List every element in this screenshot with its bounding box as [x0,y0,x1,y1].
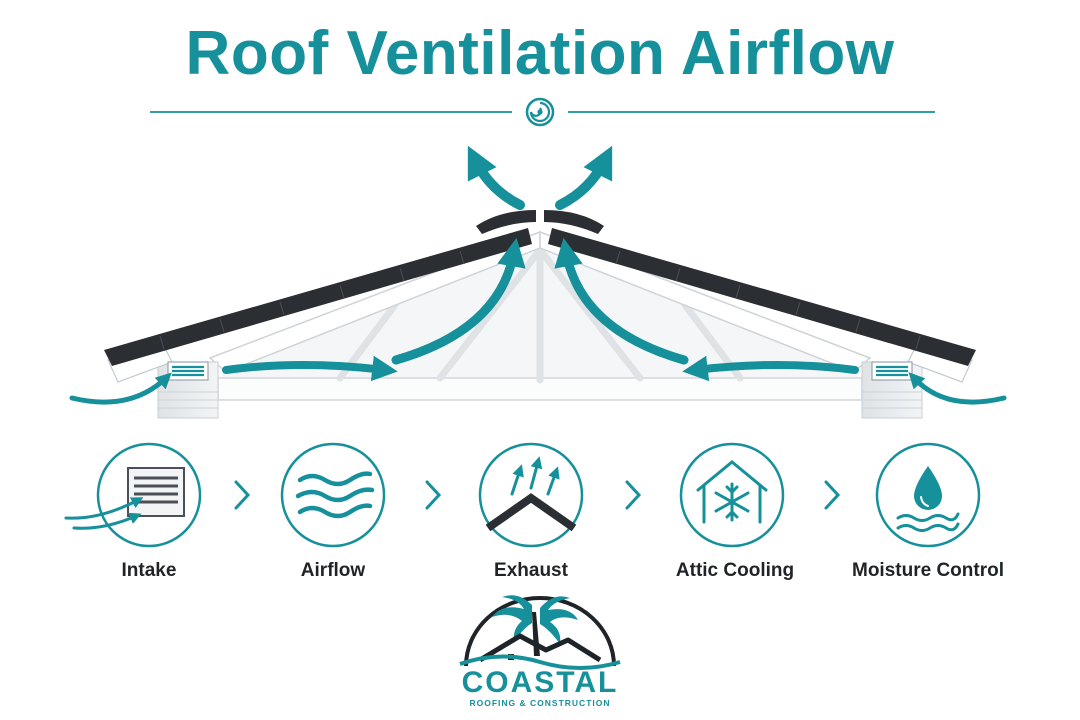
roof-left [104,228,532,366]
attic-airflow-right [682,355,859,382]
page-title: Roof Ventilation Airflow [185,19,895,88]
brand-tagline: ROOFING & CONSTRUCTION [469,698,611,708]
process-steps [64,442,981,548]
chevron-right-icon [824,480,841,510]
exhaust-arrow-right [555,145,613,210]
moisture-drop-icon [896,466,960,532]
step-label-exhaust: Exhaust [494,560,568,581]
roof-right [548,228,976,366]
rising-airflow-right [554,237,689,365]
chevron-right-icon [234,480,251,510]
brand-name: COASTAL [461,666,619,699]
step-exhaust [478,442,584,548]
brand-logo-emblem [459,595,621,670]
step-label-intake: Intake [121,560,177,581]
intake-vent-icon [64,467,185,530]
attic-airflow-left [222,355,398,382]
soffit-vent-right [871,361,913,381]
exhaust-ridge-icon [485,456,577,532]
wave-icon [459,654,621,670]
soffit-vent-left [167,361,209,381]
intake-arrow-left [69,372,172,405]
chevron-right-icon [625,480,642,510]
swirl-icon [525,97,555,127]
exhaust-arrow-left [467,145,525,210]
title-divider [150,97,935,127]
step-label-attic-cooling: Attic Cooling [675,560,795,581]
snowflake-icon [714,482,750,522]
intake-arrow-right [908,372,1007,405]
attic-cooling-icon [696,460,768,524]
airflow-arrows [69,145,1007,405]
house-roof-icon [478,633,602,663]
roof-cross-section [104,210,976,419]
step-attic-cooling [679,442,785,548]
chevron-right-icon [425,480,442,510]
ridge-vent-right [544,210,604,234]
step-label-airflow: Airflow [300,560,366,581]
step-airflow [280,442,386,548]
airflow-waves-icon [295,471,375,519]
step-intake [64,442,202,548]
rising-airflow-left [391,237,526,365]
ridge-vent-left [476,210,536,234]
step-label-moisture-control: Moisture Control [852,560,1004,581]
step-moisture-control [875,442,981,548]
